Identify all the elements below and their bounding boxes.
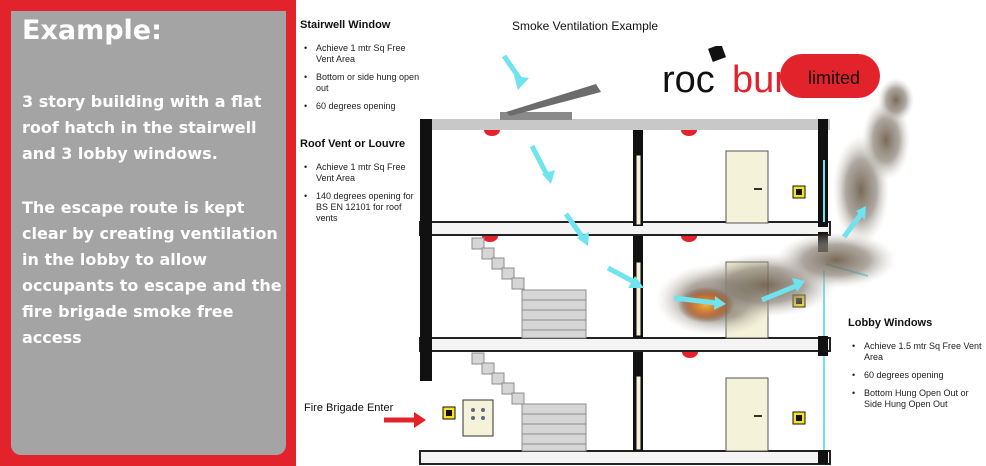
ground-slab [419,450,831,465]
lobby-windows-item: Bottom Hung Open Out or Side Hung Open O… [848,388,984,410]
logo-text-burn: burn [732,59,808,101]
floor-slab-2 [419,221,831,236]
stairwell-window-heading: Stairwell Window [300,19,391,31]
smoke-detectors [482,130,698,358]
roof-vent-heading: Roof Vent or Louvre [300,138,406,150]
right-wall-base [818,450,828,464]
left-wall [420,119,432,381]
staircase-lower [471,352,587,452]
description-paragraph-1: 3 story building with a flat roof hatch … [22,92,262,163]
floor-slab-1 [419,337,831,352]
right-wall-segment-2 [818,336,828,356]
description-paragraph-2: The escape route is kept clear by creati… [22,198,282,347]
rocburn-logo-mark: roc burn limited [662,44,880,101]
example-title: Example: [22,15,162,46]
building-section-svg [384,54,914,465]
diagram-title: Smoke Ventilation Example [512,19,659,33]
stairwell-window-item: 60 degrees opening [300,101,420,112]
left-panel: Example: 3 story building with a flat ro… [0,0,296,466]
smoke-ventilation-diagram: Smoke Ventilation Example Stairwell Wind… [296,0,986,466]
lobby-windows-heading: Lobby Windows [848,317,933,329]
roof-vent-item: 140 degrees opening for BS EN 12101 for … [300,191,420,224]
roof-vent-item: Achieve 1 mtr Sq Free Vent Area [300,162,420,184]
roof-slab [420,119,830,130]
smoke-plume [656,78,914,336]
lobby-windows-item: Achieve 1.5 mtr Sq Free Vent Area [848,341,984,363]
fire-brigade-label: Fire Brigade Enter [304,402,394,414]
rocburn-logo: roc burn limited [660,44,880,106]
internal-door-2 [635,261,642,337]
lobby-windows-list: Achieve 1.5 mtr Sq Free Vent Area 60 deg… [848,341,984,417]
stairwell-window-item: Achieve 1 mtr Sq Free Vent Area [300,43,420,65]
lobby-windows-item: 60 degrees opening [848,370,984,381]
staircase-upper [471,237,587,339]
internal-door-3 [635,154,642,226]
description-card: Example: 3 story building with a flat ro… [11,11,286,455]
roof-hatch [500,112,572,120]
roof-hatch-lid [506,84,601,116]
door-floor-1 [725,377,769,452]
door-floor-3 [725,150,769,224]
roof-vent-list: Achieve 1 mtr Sq Free Vent Area 140 degr… [300,162,420,231]
stairwell-window-item: Bottom or side hung open out [300,72,420,94]
logo-text-roc: roc [662,59,715,101]
smoke-control-panel [462,399,494,437]
stairwell-window-list: Achieve 1 mtr Sq Free Vent Area Bottom o… [300,43,420,119]
logo-text-limited: limited [808,68,860,88]
internal-door-1 [635,375,642,451]
